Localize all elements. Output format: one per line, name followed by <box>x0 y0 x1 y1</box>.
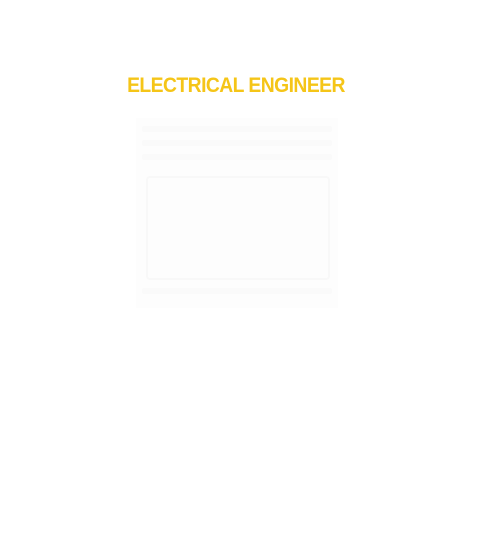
artwork-stripe <box>142 140 332 146</box>
artwork-frame <box>146 176 330 280</box>
artwork-stripe <box>142 126 332 132</box>
artwork-stripe <box>142 288 332 294</box>
design-title: ELECTRICAL ENGINEER <box>127 74 345 97</box>
artwork-panel <box>136 118 338 308</box>
artwork-stripe <box>142 154 332 160</box>
